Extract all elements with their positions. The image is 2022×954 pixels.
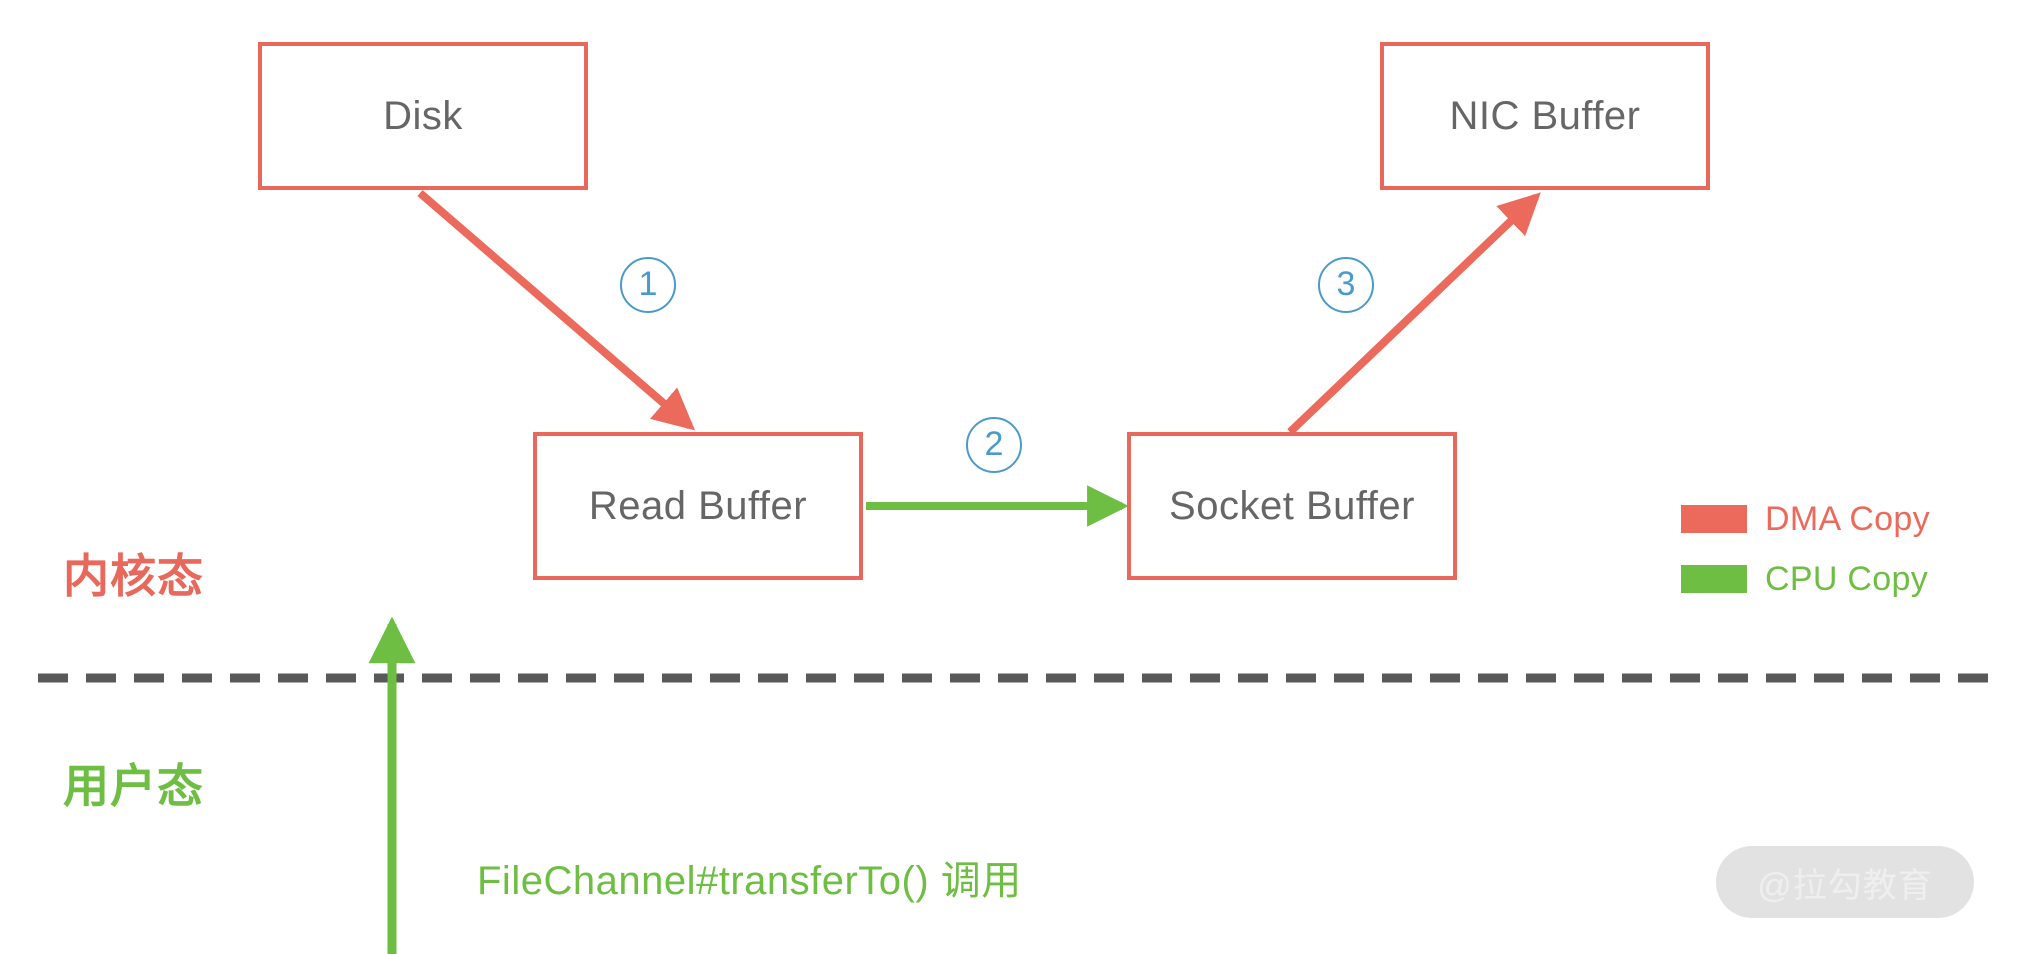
legend-item-cpu-copy: CPU Copy xyxy=(1681,557,1981,601)
node-nic-buffer-label: NIC Buffer xyxy=(1449,93,1641,138)
node-disk[interactable]: Disk xyxy=(258,42,588,190)
legend-item-dma-copy: DMA Copy xyxy=(1681,497,1981,541)
watermark-badge: @拉勾教育 xyxy=(1716,846,1974,918)
node-nic-buffer[interactable]: NIC Buffer xyxy=(1380,42,1710,190)
step-marker-2: 2 xyxy=(966,417,1022,473)
user-space-label: 用户态 xyxy=(63,760,204,812)
node-disk-label: Disk xyxy=(383,93,463,138)
legend-swatch-cpu-copy xyxy=(1681,565,1747,593)
arrow-socket-buffer-to-nic-buffer xyxy=(1287,192,1541,435)
legend-label-dma-copy: DMA Copy xyxy=(1765,499,1930,538)
legend: DMA Copy CPU Copy xyxy=(1681,497,1981,617)
legend-label-cpu-copy: CPU Copy xyxy=(1765,559,1929,598)
node-socket-buffer-label: Socket Buffer xyxy=(1169,483,1415,528)
step-marker-1: 1 xyxy=(620,257,676,313)
node-read-buffer-label: Read Buffer xyxy=(588,483,808,528)
kernel-space-label: 内核态 xyxy=(63,550,204,602)
node-socket-buffer[interactable]: Socket Buffer xyxy=(1127,432,1457,580)
step-marker-3: 3 xyxy=(1318,257,1374,313)
transferto-call-label: FileChannel#transferTo() 调用 xyxy=(477,859,1022,903)
legend-swatch-dma-copy xyxy=(1681,505,1747,533)
node-read-buffer[interactable]: Read Buffer xyxy=(533,432,863,580)
